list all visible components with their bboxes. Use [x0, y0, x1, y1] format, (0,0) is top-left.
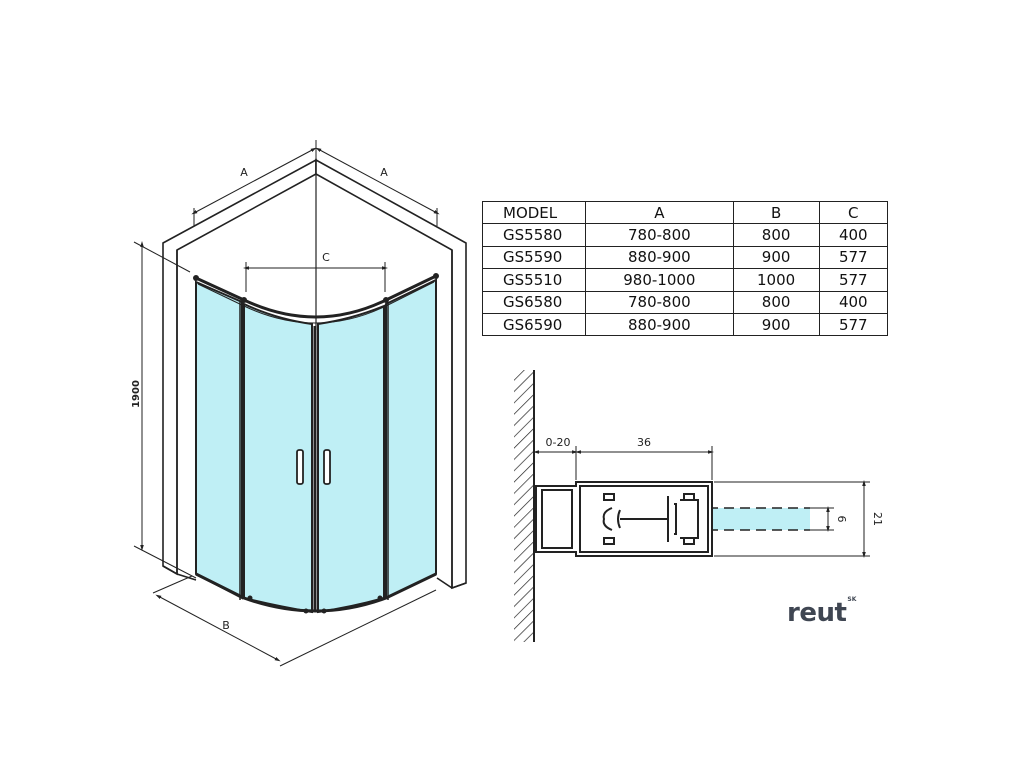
cell-c: 577 — [818, 312, 889, 337]
wall-hatch — [514, 370, 534, 642]
cell-model: GS5580 — [482, 223, 586, 247]
cell-a: 780-800 — [585, 290, 734, 314]
spec-table: MODEL A B C GS5580 780-800 800 400 GS559… — [482, 200, 889, 337]
cell-a: 980-1000 — [585, 268, 734, 292]
header-c: C — [818, 200, 889, 225]
spec-table-wrap: MODEL A B C GS5580 780-800 800 400 GS559… — [482, 200, 889, 337]
label-a-left: A — [240, 166, 248, 179]
label-a-right: A — [380, 166, 388, 179]
label-glass-thickness: 6 — [835, 516, 848, 523]
cell-b: 1000 — [732, 268, 820, 292]
cell-b: 900 — [732, 312, 820, 337]
cell-b: 800 — [732, 223, 820, 247]
brand-logo: reutSK — [787, 596, 857, 628]
dimension-lines — [133, 140, 440, 667]
left-handle — [296, 449, 304, 485]
table-row: GS5590 880-900 900 577 — [482, 245, 889, 270]
logo-superscript: SK — [847, 596, 857, 604]
dimension-labels: A A C B 1900 — [131, 166, 388, 632]
cell-b: 800 — [732, 290, 820, 314]
logo-text: reut — [787, 598, 847, 628]
label-profile-height: 21 — [871, 512, 884, 526]
cell-a: 780-800 — [585, 223, 734, 247]
table-row: GS5510 980-1000 1000 577 — [482, 268, 889, 292]
table-row: GS6590 880-900 900 577 — [482, 312, 889, 337]
label-c: C — [322, 251, 330, 264]
right-handle — [323, 449, 331, 485]
cell-model: GS5510 — [482, 268, 586, 292]
cell-c: 577 — [818, 268, 889, 292]
table-row: GS5580 780-800 800 400 — [482, 223, 889, 247]
header-b: B — [732, 200, 820, 225]
label-profile-width: 36 — [637, 436, 651, 449]
label-b: B — [222, 619, 230, 632]
cell-c: 400 — [818, 223, 889, 247]
cell-a: 880-900 — [585, 312, 734, 337]
cell-c: 400 — [818, 290, 889, 314]
cell-model: GS6590 — [482, 312, 586, 337]
cell-b: 900 — [732, 245, 820, 270]
glass-panels — [193, 273, 439, 614]
cell-model: GS5590 — [482, 245, 586, 270]
right-fixed-panel — [385, 278, 437, 600]
header-model: MODEL — [482, 200, 586, 225]
label-height: 1900 — [131, 380, 142, 408]
table-header-row: MODEL A B C — [482, 200, 889, 225]
header-a: A — [585, 200, 734, 225]
top-rail — [195, 274, 437, 319]
table-row: GS6580 780-800 800 400 — [482, 290, 889, 314]
left-fixed-panel — [195, 280, 243, 600]
label-gap: 0-20 — [546, 436, 571, 449]
cell-a: 880-900 — [585, 245, 734, 270]
profile-detail: 0-20 36 21 6 — [514, 370, 884, 642]
cell-c: 577 — [818, 245, 889, 270]
cell-model: GS6580 — [482, 290, 586, 314]
